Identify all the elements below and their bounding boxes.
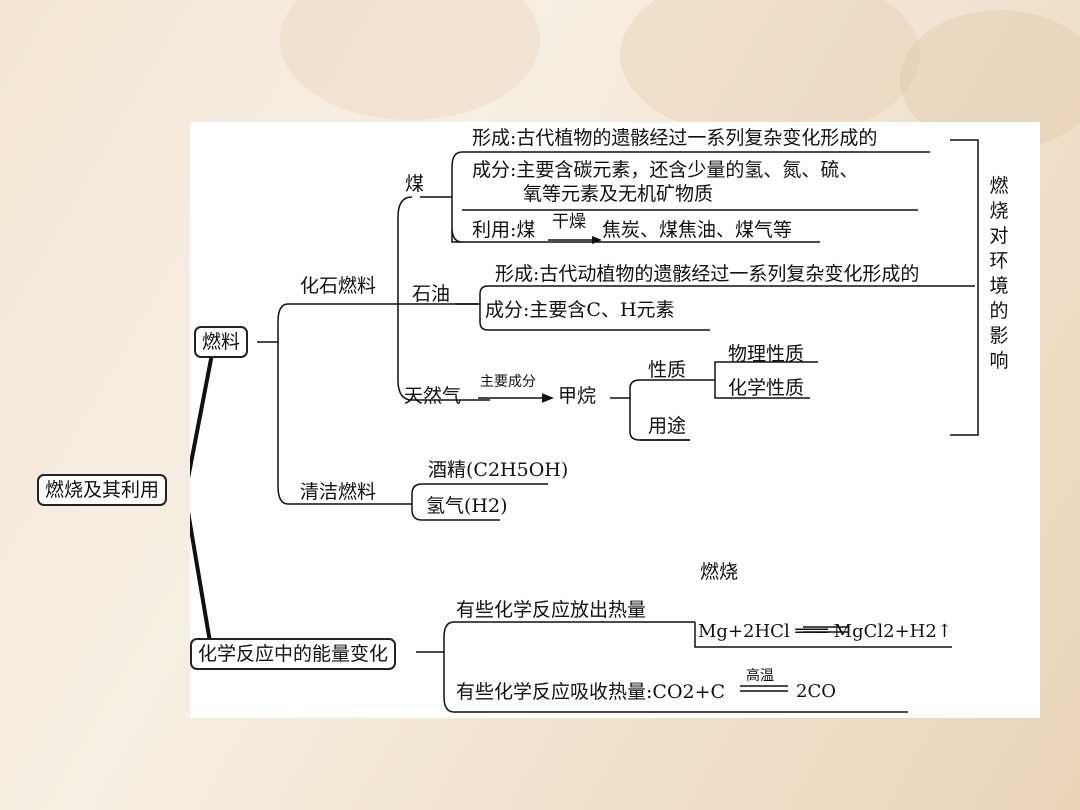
- environment-impact-label: 燃烧对环境的影响: [989, 175, 1009, 372]
- coal-composition-line2: 氧等元素及无机矿物质: [523, 183, 714, 205]
- gas-properties: 性质: [648, 359, 687, 381]
- oil-composition: 成分:主要含C、H元素: [485, 299, 675, 321]
- release-condition: 燃烧: [700, 561, 739, 583]
- coal-formation: 形成:古代植物的遗骸经过一系列复杂变化形成的: [472, 127, 878, 149]
- coal-composition-line1: 成分:主要含碳元素，还含少量的氢、氮、硫、: [472, 159, 859, 181]
- coal-use-prefix: 利用:煤: [472, 219, 536, 241]
- gas-arrow-label: 主要成分: [480, 374, 536, 390]
- oil-formation: 形成:古代动植物的遗骸经过一系列复杂变化形成的: [495, 263, 920, 285]
- coal-label: 煤: [405, 173, 425, 195]
- coal-use-products: 焦炭、煤焦油、煤气等: [602, 219, 793, 241]
- release-heat-label: 有些化学反应放出热量: [456, 599, 647, 621]
- alcohol-label: 酒精(C2H5OH): [428, 459, 569, 481]
- gas-label: 天然气: [404, 385, 462, 407]
- methane-label: 甲烷: [558, 385, 597, 407]
- gas-uses: 用途: [648, 415, 687, 437]
- clean-fuel-label: 清洁燃料: [300, 481, 377, 503]
- release-equation: Mg+2HCl ═══ MgCl2+H2↑: [698, 621, 952, 642]
- background-leaf-decoration: [280, 0, 540, 120]
- absorb-product: 2CO: [796, 681, 836, 702]
- background-leaf-decoration: [620, 0, 920, 140]
- fuel-node: 燃料: [194, 326, 249, 358]
- chemical-properties: 化学性质: [728, 377, 805, 399]
- absorb-heat-label: 有些化学反应吸收热量:CO2+C: [456, 681, 726, 703]
- arrow-icon: [548, 236, 602, 244]
- root-node: 燃烧及其利用: [37, 474, 168, 506]
- energy-change-node: 化学反应中的能量变化: [190, 638, 397, 670]
- physical-properties: 物理性质: [728, 343, 805, 365]
- concept-map-panel: 形成:古代植物的遗骸经过一系列复杂变化形成的 煤 成分:主要含碳元素，还含少量的…: [37, 122, 1040, 718]
- hydrogen-label: 氢气(H2): [426, 495, 508, 517]
- oil-label: 石油: [412, 283, 451, 305]
- fossil-fuel-label: 化石燃料: [300, 275, 377, 297]
- absorb-condition: 高温: [746, 668, 774, 684]
- connector-lines: [190, 139, 979, 713]
- coal-use-condition: 干燥: [552, 212, 586, 232]
